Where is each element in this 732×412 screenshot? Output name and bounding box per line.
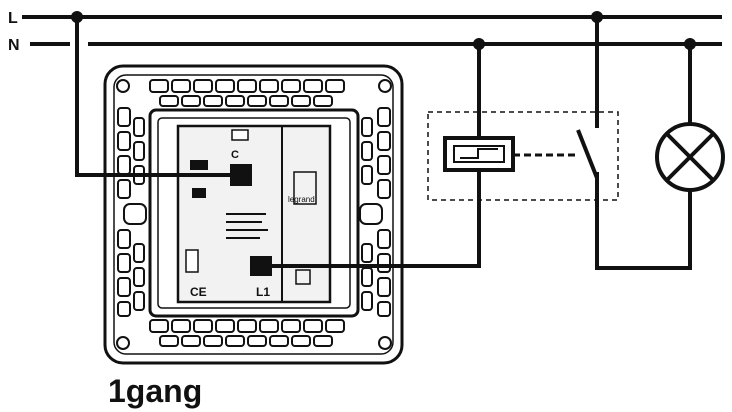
device-plate-inner — [113, 74, 394, 355]
device-wiring — [75, 17, 481, 268]
ce-mark: CE — [190, 285, 207, 299]
neutral-line-label: N — [8, 37, 20, 54]
terminal-load — [250, 256, 272, 276]
device-module: C legrand CE L1 — [103, 64, 404, 365]
supply-lines — [22, 15, 722, 46]
device-frame-inner — [157, 117, 351, 309]
terminal-common-label: C — [231, 149, 239, 161]
switch-contact-icon — [576, 17, 692, 270]
relay-enclosure — [427, 111, 619, 201]
wire-live-to-common — [75, 17, 240, 177]
mounting-lattice — [117, 79, 391, 347]
corner-holes — [116, 79, 392, 350]
terminal-common — [230, 164, 252, 186]
relay-icon — [443, 136, 515, 172]
wire-load-to-relay — [262, 170, 481, 268]
terminal-load-label: L1 — [256, 285, 270, 299]
brand-mark: legrand — [288, 195, 315, 204]
lamp-icon — [655, 44, 725, 192]
device-caption: 1gang — [108, 373, 202, 409]
live-line-label: L — [8, 10, 18, 27]
spec-text-lines — [226, 213, 268, 239]
